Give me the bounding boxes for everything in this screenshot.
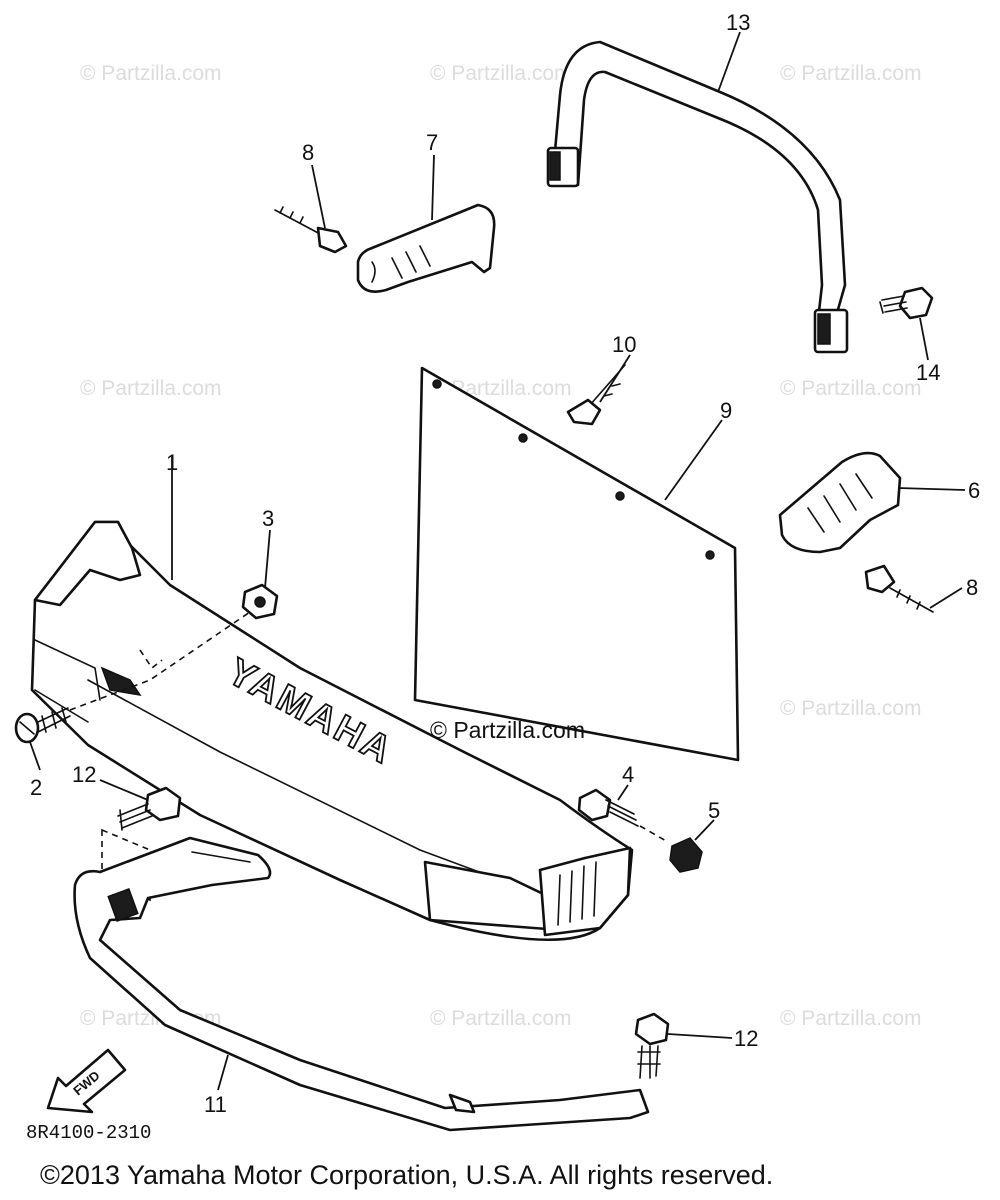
part-13-handle <box>546 40 849 354</box>
part-9-plate <box>413 366 740 762</box>
part-12-bolt-upper <box>117 786 182 831</box>
watermark: © Partzilla.com <box>780 1007 922 1030</box>
callout-8: 8 <box>966 575 978 600</box>
callout-5: 5 <box>708 798 720 823</box>
part-8-rivet-lower <box>864 564 934 613</box>
alignment-line <box>69 611 251 711</box>
part-4-bolt <box>577 788 639 827</box>
alignment-line <box>101 828 151 902</box>
callout-14: 14 <box>916 360 940 385</box>
part-10-rivet <box>566 364 626 426</box>
part-7-clip <box>356 203 496 293</box>
watermark: © Partzilla.com <box>780 377 922 400</box>
watermark: © Partzilla.com <box>430 1007 572 1030</box>
alignment-line <box>639 825 669 843</box>
copyright-notice: ©2013 Yamaha Motor Corporation, U.S.A. A… <box>40 1160 773 1190</box>
callout-labels: 8 7 13 14 10 9 6 8 3 1 2 4 5 12 12 11 <box>30 10 980 1117</box>
part-8-rivet-upper <box>274 206 348 254</box>
part-5-nut <box>669 837 703 873</box>
watermark: © Partzilla.com <box>80 62 222 85</box>
callout-10: 10 <box>612 332 636 357</box>
part-12-bolt-lower <box>634 1012 670 1079</box>
callout-1: 1 <box>166 450 178 475</box>
callout-8: 8 <box>302 140 314 165</box>
watermark: © Partzilla.com <box>80 377 222 400</box>
watermark: © Partzilla.com <box>430 62 572 85</box>
callout-7: 7 <box>426 130 438 155</box>
leader-lines <box>29 31 966 1091</box>
watermark: © Partzilla.com <box>780 697 922 720</box>
part-2-screw <box>14 707 71 744</box>
callout-4: 4 <box>622 762 634 787</box>
center-watermark: © Partzilla.com <box>430 717 585 743</box>
diagram-code: 8R4100-2310 <box>26 1122 151 1144</box>
part-11-guard-bar <box>73 836 650 1132</box>
callout-3: 3 <box>262 506 274 531</box>
watermark: © Partzilla.com <box>780 62 922 85</box>
part-3-nut <box>241 583 279 620</box>
callout-6: 6 <box>968 478 980 503</box>
callout-9: 9 <box>720 398 732 423</box>
callout-2: 2 <box>30 775 42 800</box>
part-14-bolt <box>879 286 934 320</box>
callout-12: 12 <box>734 1026 758 1051</box>
callout-12: 12 <box>72 762 96 787</box>
front-direction-arrow: FWD <box>46 1048 127 1114</box>
part-6-clip <box>778 451 902 554</box>
part-1-bumper <box>30 520 634 942</box>
callout-13: 13 <box>726 10 750 35</box>
callout-11: 11 <box>204 1092 227 1117</box>
